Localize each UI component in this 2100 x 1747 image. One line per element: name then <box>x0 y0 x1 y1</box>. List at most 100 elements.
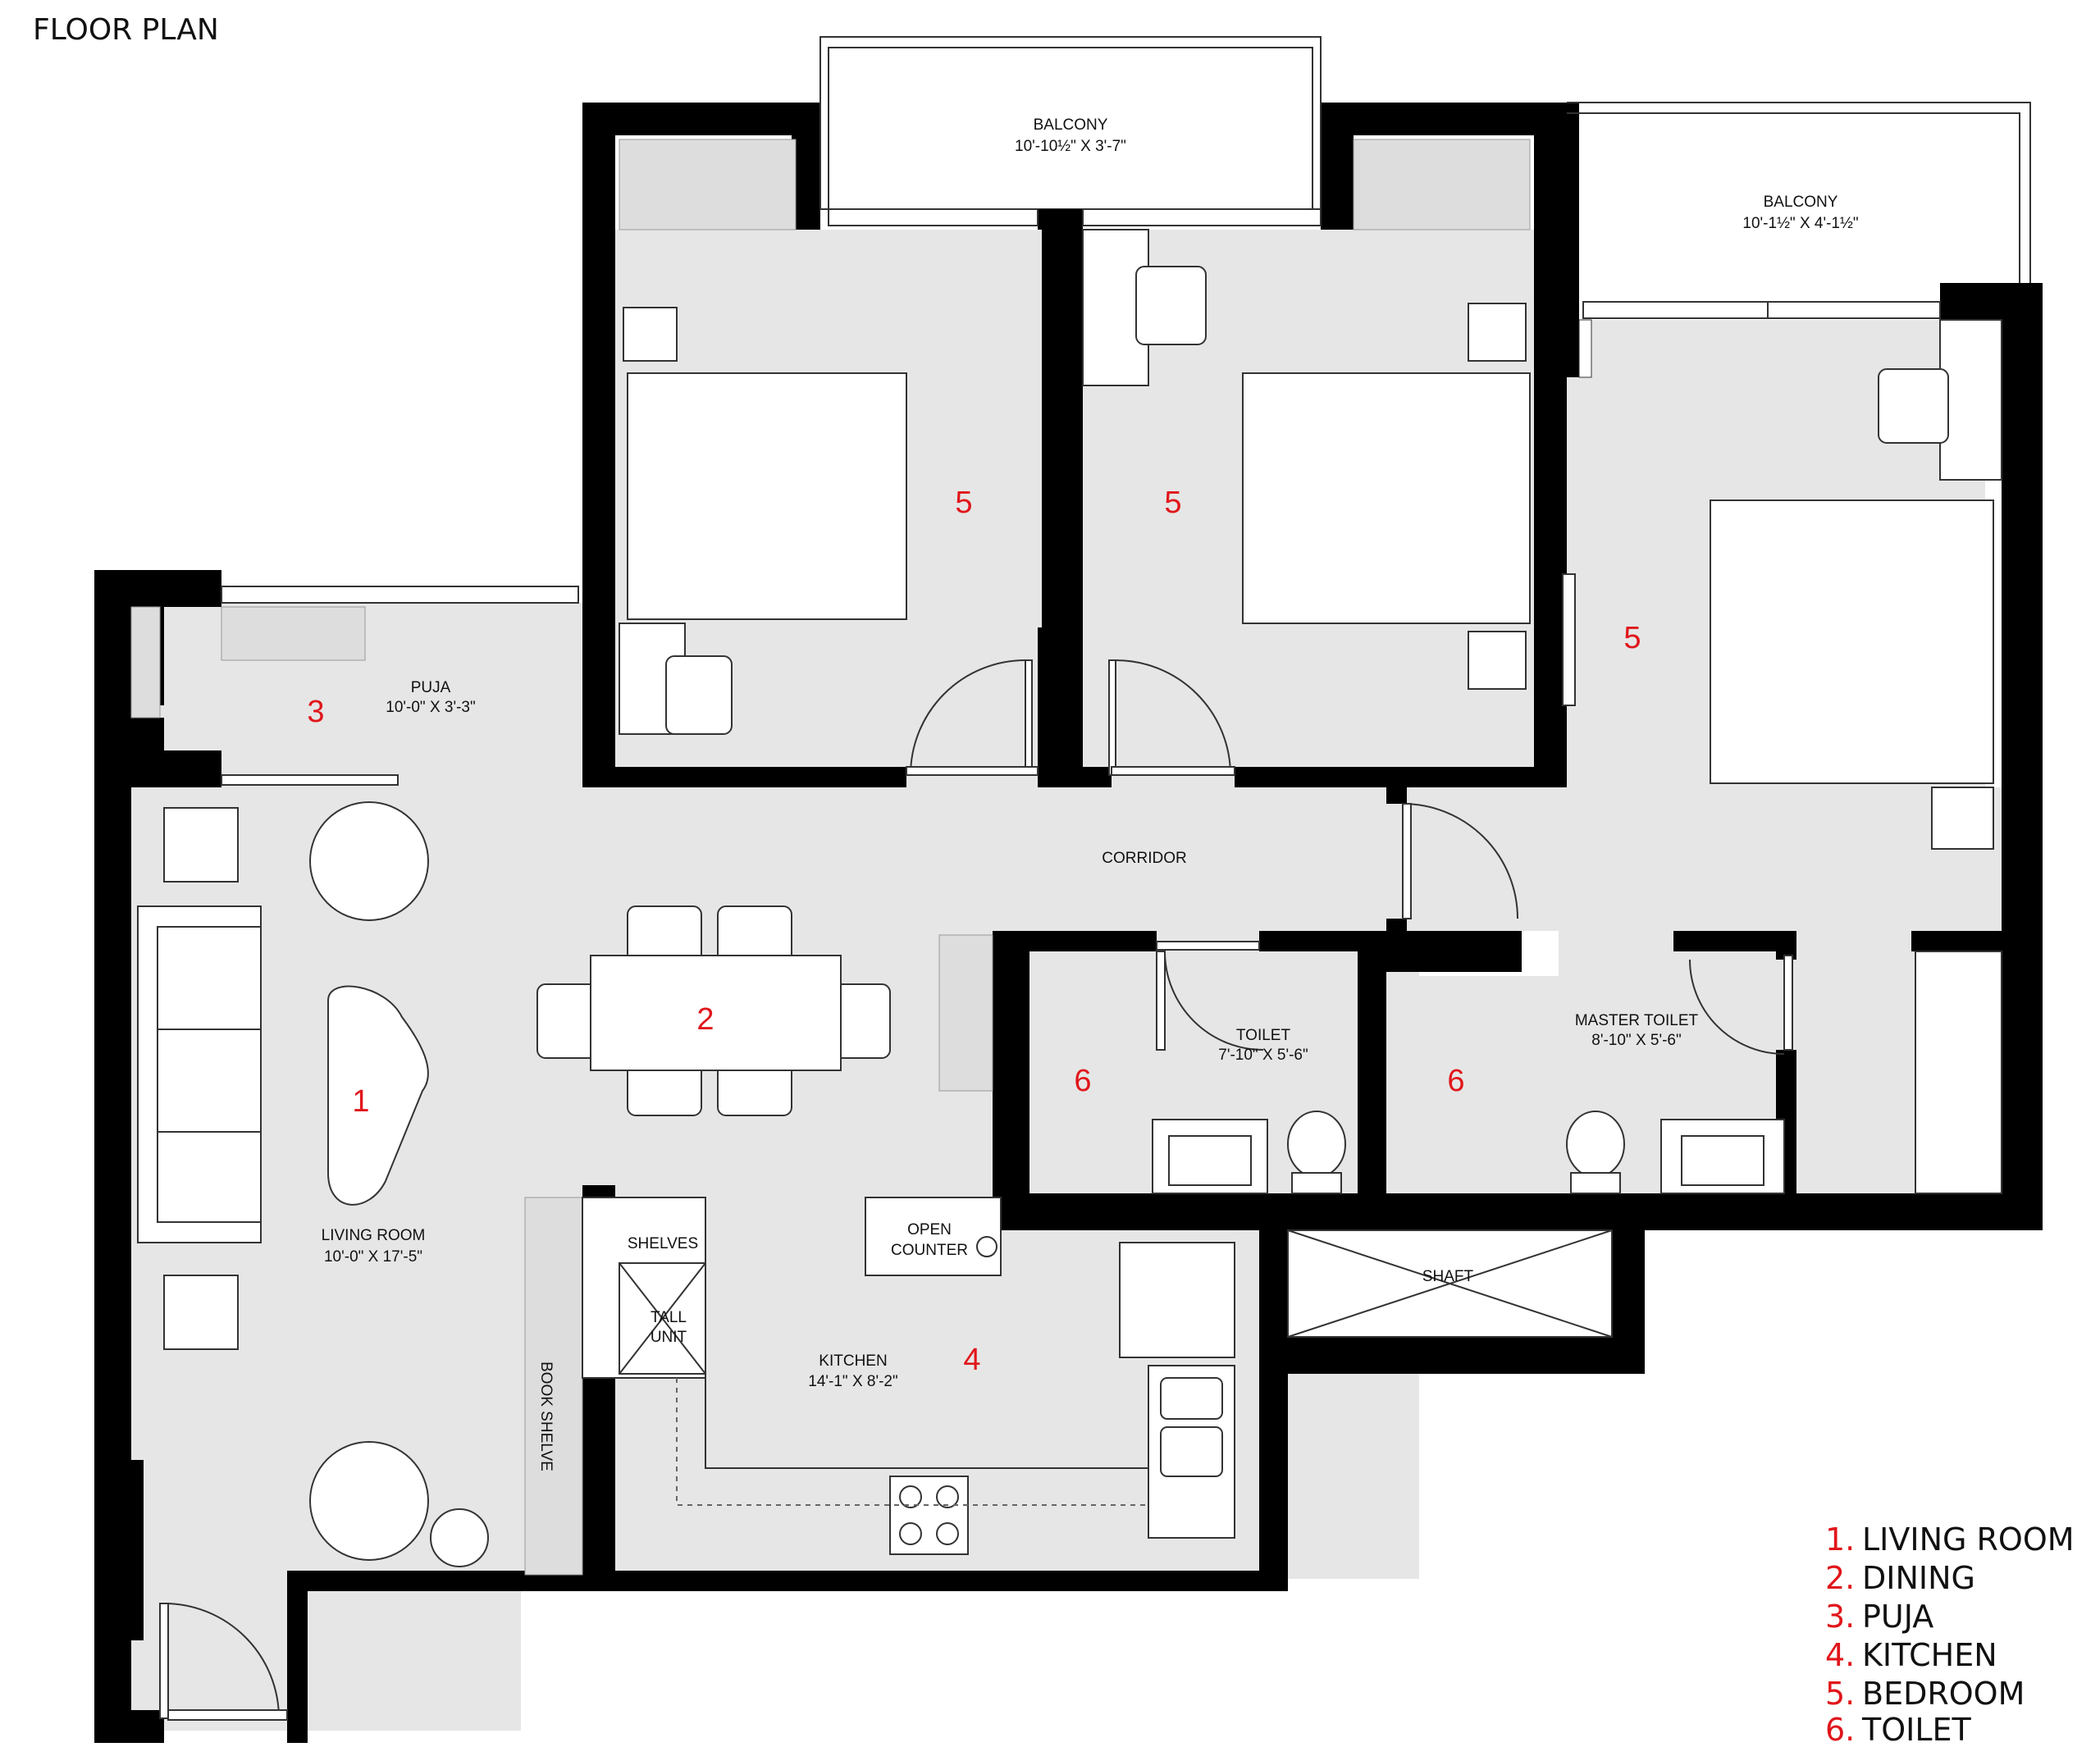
bed <box>1242 372 1531 624</box>
sliding-window <box>1582 301 1769 319</box>
wc-cistern <box>1570 1172 1621 1194</box>
door-swing <box>163 1603 280 1719</box>
wall <box>94 570 131 1743</box>
side-table <box>163 807 239 883</box>
stool <box>430 1508 489 1567</box>
legend-text: KITCHEN <box>1862 1637 1997 1673</box>
sofa-cushion <box>157 1131 262 1223</box>
room-number-living: 1 <box>352 1084 369 1119</box>
wall <box>287 1571 308 1583</box>
door-frame <box>1156 941 1260 951</box>
book-shelve <box>524 1197 583 1576</box>
burner <box>899 1522 922 1545</box>
wc <box>1287 1111 1346 1178</box>
door-leaf <box>1025 659 1033 776</box>
shelves-label: SHELVES <box>628 1235 698 1252</box>
wall <box>1038 767 1112 787</box>
wall <box>1321 103 1354 230</box>
wall <box>582 103 615 230</box>
wall <box>1386 919 1407 931</box>
open-counter-label: COUNTER <box>891 1242 968 1259</box>
wall <box>1612 1193 1645 1374</box>
legend-text: DINING <box>1862 1560 1975 1596</box>
legend-item: 3. PUJA <box>1825 1599 1933 1635</box>
kitchen: SHELVES TALL UNIT OPEN COUNTER KITCHEN 1… <box>582 1197 1235 1555</box>
living-room-name: LIVING ROOM <box>322 1227 426 1244</box>
wall <box>94 570 221 607</box>
bedroom-a: 5 <box>619 139 1039 776</box>
side-table <box>623 307 678 362</box>
wall <box>1038 627 1066 787</box>
chair <box>665 655 733 735</box>
legend-number: 5. <box>1825 1676 1855 1712</box>
legend-item: 1. LIVING ROOM <box>1825 1521 2075 1558</box>
page-title: FLOOR PLAN <box>33 13 219 47</box>
chair <box>1135 266 1207 345</box>
wardrobe-hatch <box>1353 139 1531 230</box>
kitchen-name: KITCHEN <box>819 1352 887 1370</box>
room-number-dining: 2 <box>696 1002 714 1037</box>
wall <box>792 103 820 230</box>
puja-name: PUJA <box>411 679 451 696</box>
master-toilet: MASTER TOILET 8'-10" X 5'-6" 6 <box>1447 955 1793 1194</box>
balcony-outline <box>1567 102 2031 283</box>
counter-fixture <box>976 1236 998 1257</box>
door-frame <box>906 766 1039 776</box>
wall <box>1259 1337 1645 1374</box>
room-number-master-toilet: 6 <box>1447 1064 1464 1098</box>
armchair <box>309 1441 429 1561</box>
toilet-dim: 7'-10" X 5'-6" <box>1218 1047 1308 1064</box>
wc <box>1566 1111 1625 1178</box>
sliding-window <box>221 586 579 604</box>
wall <box>287 1571 1267 1591</box>
door-swing <box>1402 803 1518 919</box>
legend-item: 4. KITCHEN <box>1825 1637 1997 1673</box>
shaft: SHAFT <box>1287 1229 1613 1338</box>
legend-number: 1. <box>1825 1521 1855 1558</box>
open-counter <box>865 1197 1002 1276</box>
sliding-window <box>1082 208 1322 226</box>
legend-text: BEDROOM <box>1862 1676 2025 1712</box>
basin <box>1168 1135 1252 1186</box>
wall <box>1259 1193 1288 1591</box>
door-swing <box>1164 951 1264 1051</box>
crockery-unit <box>938 934 993 1092</box>
door-swing <box>1689 959 1785 1055</box>
burner <box>936 1522 959 1545</box>
door-leaf <box>1783 955 1793 1051</box>
shaft-label: SHAFT <box>1422 1268 1474 1285</box>
room-number-toilet: 6 <box>1074 1064 1091 1098</box>
wall <box>1534 103 1567 787</box>
sliding-window <box>1767 301 1941 319</box>
puja-dim: 10'-0" X 3'-3" <box>386 699 475 716</box>
legend: 1. LIVING ROOM 2. DINING 3. PUJA 4. KITC… <box>1825 1521 2075 1747</box>
door-swing <box>1115 659 1231 776</box>
legend-text: LIVING ROOM <box>1862 1521 2075 1558</box>
room-number-bedroom: 5 <box>1164 486 1181 520</box>
wc-cistern <box>1291 1172 1342 1194</box>
wall <box>1567 103 1579 377</box>
wall <box>993 931 1157 951</box>
refrigerator <box>1119 1242 1235 1358</box>
sliding-window <box>828 208 1039 226</box>
legend-number: 6. <box>1825 1712 1855 1747</box>
legend-number: 4. <box>1825 1637 1855 1673</box>
wall <box>993 931 1029 1214</box>
puja-shelf <box>130 606 161 718</box>
tv-unit <box>1562 573 1576 706</box>
puja-unit <box>221 606 366 661</box>
balcony-inner <box>828 47 1313 210</box>
window-jamb <box>1578 319 1592 378</box>
puja-area: PUJA 10'-0" X 3'-3" 3 <box>130 586 579 786</box>
wall <box>94 1710 164 1743</box>
corridor-label: CORRIDOR <box>1102 850 1186 867</box>
wall <box>2002 283 2043 1230</box>
master-toilet-name: MASTER TOILET <box>1575 1012 1699 1029</box>
legend-item: 6. TOILET <box>1825 1712 1972 1747</box>
wall <box>993 1193 2043 1230</box>
wall <box>582 767 906 787</box>
door-frame <box>167 1709 288 1721</box>
toilet: TOILET 7'-10" X 5'-6" 6 <box>1074 941 1346 1194</box>
wall <box>1038 209 1083 230</box>
wardrobe <box>1915 951 2002 1194</box>
